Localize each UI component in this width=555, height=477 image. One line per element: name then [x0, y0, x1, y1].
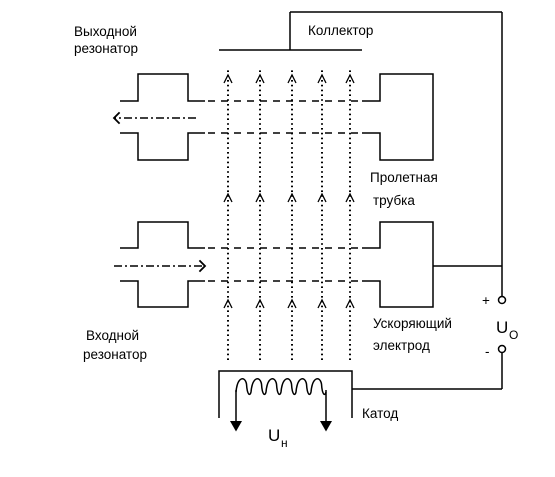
beam-arrowhead — [255, 73, 265, 84]
beam-arrowhead — [287, 298, 297, 309]
input-resonator-label-line1: Входной — [86, 328, 139, 343]
output-resonator-label: Выходной резонатор — [74, 24, 138, 56]
beam-arrowhead — [345, 298, 355, 309]
drift-tube-label: Пролетная трубка — [370, 170, 438, 208]
cathode — [218, 370, 353, 432]
output-resonator-upper — [120, 73, 205, 102]
un-label: U н — [268, 426, 288, 450]
beam-arrowhead — [223, 298, 233, 309]
un-sub: н — [281, 436, 288, 450]
drift-tube-block-top — [362, 73, 434, 161]
output-resonator-label-line1: Выходной — [74, 24, 137, 39]
beam-arrowhead — [223, 73, 233, 84]
drift-tube-label-line2: трубка — [373, 193, 415, 208]
input-resonator-upper — [120, 221, 205, 249]
output-resonator — [120, 73, 205, 161]
heater-coil — [235, 378, 327, 396]
beam-arrowhead — [223, 192, 233, 203]
beam-arrowhead — [317, 298, 327, 309]
beam-arrowhead — [345, 73, 355, 84]
electron-beams — [223, 68, 355, 360]
beam-arrowhead — [317, 192, 327, 203]
beam-arrowhead — [317, 73, 327, 84]
gap-dashed-lines — [208, 100, 362, 282]
input-resonator-label: Входной резонатор — [83, 328, 147, 362]
power-supply-u0 — [352, 265, 507, 390]
drift-tube-label-line1: Пролетная — [370, 170, 438, 185]
collector-label: Коллектор — [308, 23, 373, 38]
input-resonator-lower — [120, 280, 205, 308]
un-main: U — [268, 426, 280, 445]
accel-electrode-label-line1: Ускоряющий — [373, 316, 452, 331]
plus-sign: + — [482, 293, 490, 308]
collector — [219, 11, 503, 296]
minus-sign: - — [485, 344, 490, 359]
beam-arrowhead — [255, 298, 265, 309]
u0-main: U — [496, 318, 508, 337]
beam-arrowhead — [287, 192, 297, 203]
beam-arrowhead — [287, 73, 297, 84]
beam-arrowhead — [345, 192, 355, 203]
output-resonator-label-line2: резонатор — [74, 41, 138, 56]
input-resonator — [120, 221, 205, 308]
u0-label: U O — [496, 318, 518, 342]
cathode-body — [218, 370, 353, 418]
accel-electrode-label: Ускоряющий электрод — [373, 316, 452, 353]
accel-electrode-label-line2: электрод — [373, 338, 430, 353]
input-resonator-label-line2: резонатор — [83, 347, 147, 362]
u0-sub: O — [509, 328, 518, 342]
beam-arrowhead — [255, 192, 265, 203]
minus-terminal — [497, 344, 507, 354]
accel-electrode-block — [362, 221, 434, 308]
cathode-label: Катод — [362, 406, 398, 421]
plus-terminal — [497, 295, 507, 305]
output-resonator-lower — [120, 132, 205, 161]
